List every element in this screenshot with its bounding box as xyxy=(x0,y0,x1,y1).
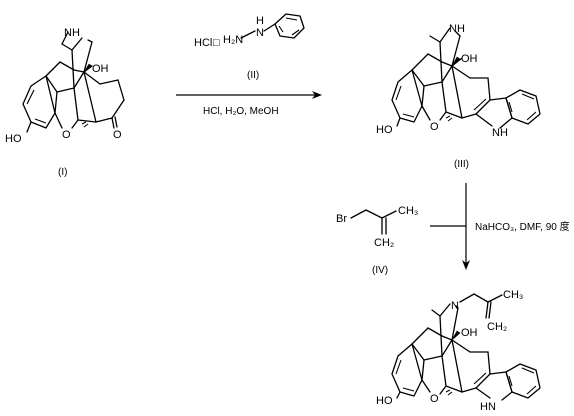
br-text: Br xyxy=(336,213,347,225)
atom-nh: NH xyxy=(449,23,465,35)
atom-ch2: CH₂ xyxy=(487,321,507,333)
atom-n: N xyxy=(451,300,459,312)
atom-h-indole: H xyxy=(500,127,508,139)
compound-III-structure: NH OH HO O N H xyxy=(376,23,541,139)
nh-n-text: N xyxy=(256,27,264,39)
atom-oh: OH xyxy=(461,327,478,339)
reagent-II-label: (II) xyxy=(247,70,259,81)
atom-ho: HO xyxy=(376,395,393,407)
reaction-arrow-1 xyxy=(176,91,322,99)
atom-ch3: CH₃ xyxy=(503,289,523,301)
atom-ho: HO xyxy=(5,133,22,145)
compound-III-label: (III) xyxy=(454,159,469,170)
atom-n-indole: N xyxy=(492,127,500,139)
reaction-arrow-2 xyxy=(430,183,470,270)
ch3-text: CH₃ xyxy=(398,205,418,217)
ch2-text: CH₂ xyxy=(374,237,394,249)
reagent-II-structure: HCl □ H₂N H N xyxy=(194,13,305,49)
atom-o-ring: O xyxy=(430,121,439,133)
step2-conditions: NaHCO₃, DMF, 90 度 xyxy=(475,220,570,233)
nh-h-text: H xyxy=(256,15,264,27)
atom-o-ring: O xyxy=(430,393,439,405)
atom-n-indole: N xyxy=(488,401,496,413)
reagent-IV-label: (IV) xyxy=(372,265,388,276)
reagent-IV-structure: Br CH₃ CH₂ xyxy=(336,205,418,249)
atom-oh: OH xyxy=(461,53,478,65)
compound-I-label: (I) xyxy=(58,167,67,178)
atom-ho: HO xyxy=(376,124,393,136)
salt-dot: □ xyxy=(213,37,220,49)
atom-o-ketone: O xyxy=(113,129,122,141)
atom-oh: OH xyxy=(92,63,109,75)
step1-conditions: HCl, H₂O, MeOH xyxy=(203,106,279,117)
atom-o-ring: O xyxy=(62,129,71,141)
compound-I-structure: NH OH HO O O xyxy=(5,27,125,145)
product-structure: N OH HO O N H CH₃ CH₂ xyxy=(376,289,541,413)
hcl-salt-text: HCl xyxy=(194,37,212,49)
h2n-text: H₂N xyxy=(223,34,243,46)
atom-nh: NH xyxy=(64,27,80,39)
atom-h-indole: H xyxy=(480,401,488,413)
